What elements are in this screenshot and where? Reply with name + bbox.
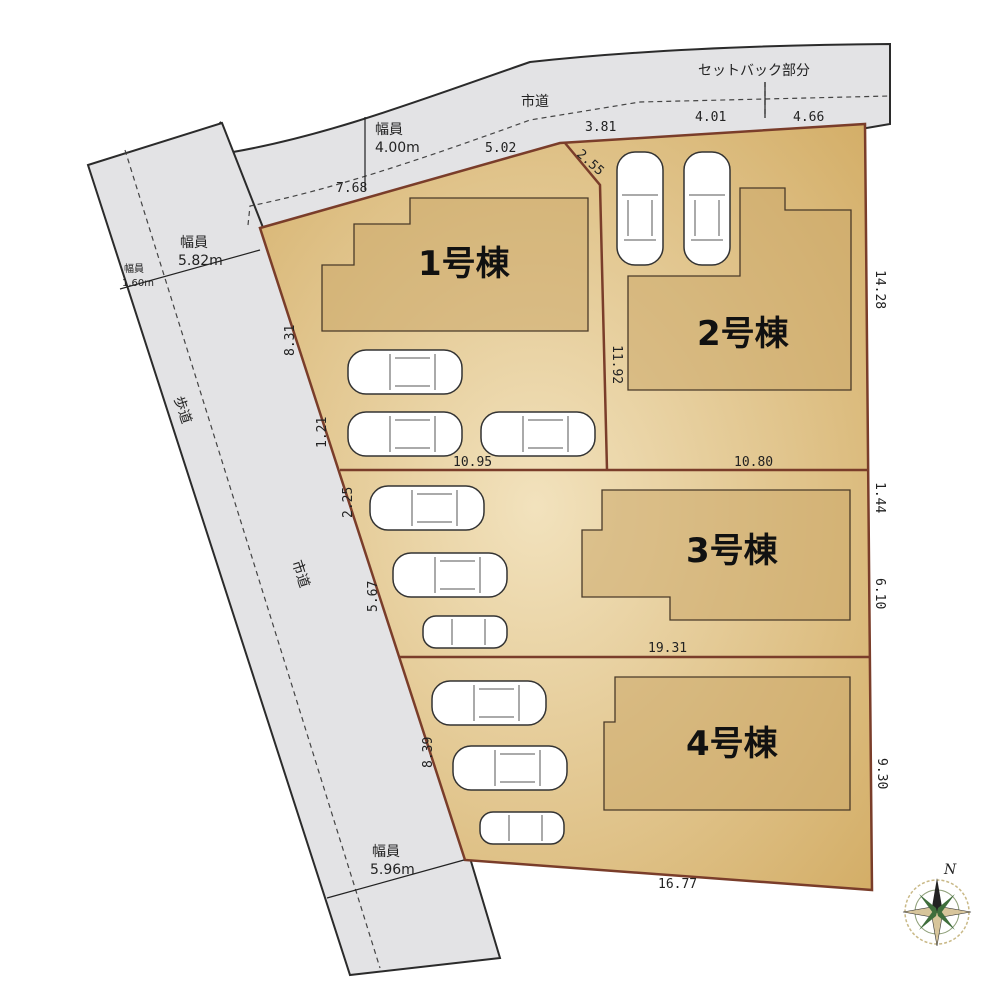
dim-right-930: 9.30 xyxy=(874,758,889,789)
top-road xyxy=(219,42,891,232)
dim-top-381: 3.81 xyxy=(585,120,616,135)
car-3b xyxy=(392,552,508,598)
dim-right-610: 6.10 xyxy=(872,578,887,609)
house-4-footprint xyxy=(603,676,851,811)
left-width-label: 幅員 xyxy=(180,235,208,251)
building-1-label: 1号棟 xyxy=(418,244,511,284)
car-2-right xyxy=(683,151,731,266)
dim-left-225: 2.25 xyxy=(341,487,356,518)
car-2-left xyxy=(616,151,664,266)
building-4-label: 4号棟 xyxy=(686,724,779,764)
car-1c xyxy=(480,411,596,457)
car-3a xyxy=(369,485,485,531)
divider-1-2 xyxy=(564,142,609,471)
dim-div-1931: 19.31 xyxy=(648,641,687,656)
dim-left-839: 8.39 xyxy=(421,737,436,768)
building-3-label: 3号棟 xyxy=(686,531,779,571)
car-4b xyxy=(452,745,568,791)
dim-top-502: 5.02 xyxy=(485,141,516,156)
top-width-label: 幅員 xyxy=(375,122,403,138)
dim-top-768: 7.68 xyxy=(336,181,367,196)
dim-right-144: 1.44 xyxy=(872,482,887,513)
sidewalk-line xyxy=(124,149,381,969)
bottom-width-label: 幅員 xyxy=(372,844,400,860)
dim-top-466: 4.66 xyxy=(793,110,824,125)
dim-div-1080: 10.80 xyxy=(734,455,773,470)
dim-right-1428: 14.28 xyxy=(872,270,887,309)
dim-bottom-1677: 16.77 xyxy=(658,877,697,892)
left-width-value: 5.82m xyxy=(178,253,223,269)
dim-div-1095: 10.95 xyxy=(453,455,492,470)
car-1a xyxy=(347,349,463,395)
dim-top-401: 4.01 xyxy=(695,110,726,125)
dim-div-1192: 11.92 xyxy=(609,345,624,384)
width-arrow-bottom xyxy=(326,859,465,899)
dim-left-567: 5.67 xyxy=(366,581,381,612)
house-3-footprint xyxy=(581,489,851,621)
house-1-footprint xyxy=(321,197,589,332)
dim-left-121: 1.21 xyxy=(315,417,330,448)
width-arrow-left xyxy=(119,249,261,290)
car-1b xyxy=(347,411,463,457)
compass-rose-icon xyxy=(902,878,972,947)
dim-left-831: 8.31 xyxy=(283,325,298,356)
car-4c xyxy=(479,811,565,845)
car-4a xyxy=(431,680,547,726)
house-2-footprint xyxy=(627,187,852,391)
building-2-label: 2号棟 xyxy=(697,314,790,354)
car-3c xyxy=(422,615,508,649)
top-width-value: 4.00m xyxy=(375,140,420,156)
compass-north-label: N xyxy=(943,862,957,878)
top-road-label: 市道 xyxy=(521,93,549,110)
bottom-width-value: 5.96m xyxy=(370,862,415,878)
setback-label: セットバック部分 xyxy=(698,63,810,79)
sidewalk-width-label: 幅員 xyxy=(124,262,144,275)
sidewalk-width-value: 1.60m xyxy=(122,278,154,289)
